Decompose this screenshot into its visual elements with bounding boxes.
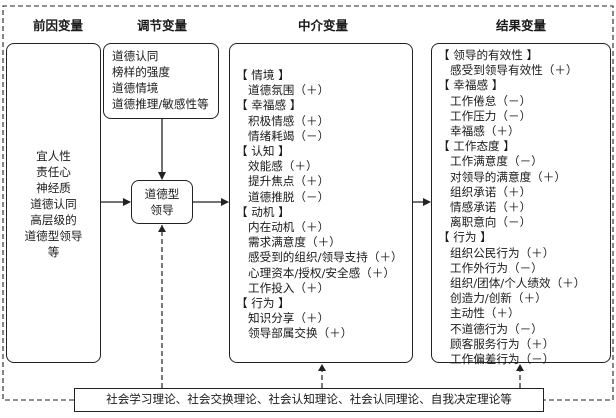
antecedent-item: 道德认同 (30, 197, 77, 211)
mediator-section-title: 【 幸福感 】 (236, 98, 302, 113)
outcome-section-title: 【 领导的有效性 】 (438, 48, 539, 62)
mediator-item: 道德推脱（－） (248, 189, 330, 204)
outcome-item: 离职意向（－） (450, 215, 532, 230)
mediator-item: 领导部属交换（＋） (248, 326, 353, 341)
header-moderator: 调节变量 (136, 18, 187, 33)
outcome-item: 情感承诺（＋） (450, 200, 532, 215)
mediator-item: 情绪耗竭（－） (248, 128, 330, 143)
outcome-item: 工作满意度（－） (450, 154, 543, 169)
outcome-item: 顾客服务行为（＋） (450, 336, 555, 351)
mediator-item: 效能感（＋） (248, 159, 318, 174)
mediator-item: 道德氛围（＋） (248, 83, 330, 98)
antecedent-item: 责任心 (36, 165, 71, 179)
outcome-section-title: 【 幸福感 】 (438, 78, 504, 93)
mediator-section-title: 【 情境 】 (236, 68, 290, 82)
outcome-item: 对领导的满意度（＋） (450, 169, 566, 184)
mediator-section-title: 【 认知 】 (236, 144, 290, 159)
antecedent-item: 神经质 (36, 181, 71, 195)
outcome-box: 【 领导的有效性 】 感受到领导有效性（＋） 【 幸福感 】 工作倦怠（－） 工… (431, 43, 611, 366)
outcome-item: 工作压力（－） (450, 108, 532, 123)
outcome-item: 工作倦怠（－） (450, 93, 532, 108)
mediator-section-title: 【 动机 】 (236, 204, 290, 219)
moderator-item: 道德情境 (112, 81, 159, 95)
mediator-item: 需求满意度（＋） (248, 235, 341, 250)
theory-bar: 社会学习理论、社会交换理论、社会认知理论、社会认同理论、自我决定理论等 (74, 388, 544, 412)
antecedent-item: 宜人性 (36, 149, 71, 163)
ethical-leadership-line: 道德型 (144, 187, 180, 201)
header-antecedent: 前因变量 (32, 18, 83, 33)
outcome-list: 【 领导的有效性 】 感受到领导有效性（＋） 【 幸福感 】 工作倦怠（－） 工… (438, 48, 610, 367)
header-outcome: 结果变量 (495, 18, 546, 33)
outcome-item: 不道德行为（－） (450, 321, 543, 336)
antecedent-item: 等 (47, 245, 60, 259)
outcome-item: 主动性（＋） (450, 306, 520, 321)
outcome-section-title: 【 工作态度 】 (438, 139, 515, 154)
mediator-section-title: 【 行为 】 (236, 296, 290, 311)
outcome-item: 感受到领导有效性（＋） (450, 63, 578, 78)
mediator-list: 【 情境 】 道德氛围（＋） 【 幸福感 】 积极情感（＋） 情绪耗竭（－） 【… (236, 68, 412, 342)
ethical-leadership-box: 道德型 领导 (131, 180, 193, 224)
header-mediator: 中介变量 (297, 18, 348, 33)
outcome-item: 工作偏差行为（－） (450, 352, 555, 367)
outcome-item: 创造力/创新（＋） (450, 291, 547, 306)
mediator-item: 内在动机（＋） (248, 220, 330, 235)
antecedent-list: 宜人性 责任心 神经质 道德认同 高层级的 道德型领导 等 (7, 148, 100, 260)
mediator-item: 感受到的组织/领导支持（＋） (248, 250, 403, 265)
outcome-item: 组织承诺（＋） (450, 184, 532, 199)
ethical-leadership-line: 领导 (150, 203, 174, 217)
outcome-item: 幸福感（＋） (450, 124, 520, 139)
mediator-item: 工作投入（＋） (248, 280, 330, 295)
mediator-item: 心理资本/授权/安全感（＋） (248, 265, 395, 280)
moderator-item: 道德认同 (112, 49, 159, 63)
antecedent-box: 宜人性 责任心 神经质 道德认同 高层级的 道德型领导 等 (6, 43, 101, 363)
outcome-item: 组织公民行为（＋） (450, 245, 555, 260)
moderator-list: 道德认同 榜样的强度 道德情境 道德推理/敏感性等 (112, 48, 218, 112)
mediator-item: 提升焦点（＋） (248, 174, 330, 189)
antecedent-item: 道德型领导 (24, 229, 83, 243)
ethical-leadership-label: 道德型 领导 (132, 186, 192, 218)
outcome-item: 工作外行为（－） (450, 260, 543, 275)
moderator-item: 榜样的强度 (112, 65, 170, 79)
outcome-section-title: 【 行为 】 (438, 230, 492, 245)
outcome-item: 组织/团体/个人绩效（＋） (450, 276, 586, 291)
mediator-item: 积极情感（＋） (248, 113, 330, 128)
moderator-box: 道德认同 榜样的强度 道德情境 道德推理/敏感性等 (103, 43, 219, 119)
mediator-box: 【 情境 】 道德氛围（＋） 【 幸福感 】 积极情感（＋） 情绪耗竭（－） 【… (229, 43, 413, 363)
mediator-item: 知识分享（＋） (248, 311, 330, 326)
antecedent-item: 高层级的 (30, 213, 77, 227)
moderator-item: 道德推理/敏感性等 (112, 97, 209, 111)
